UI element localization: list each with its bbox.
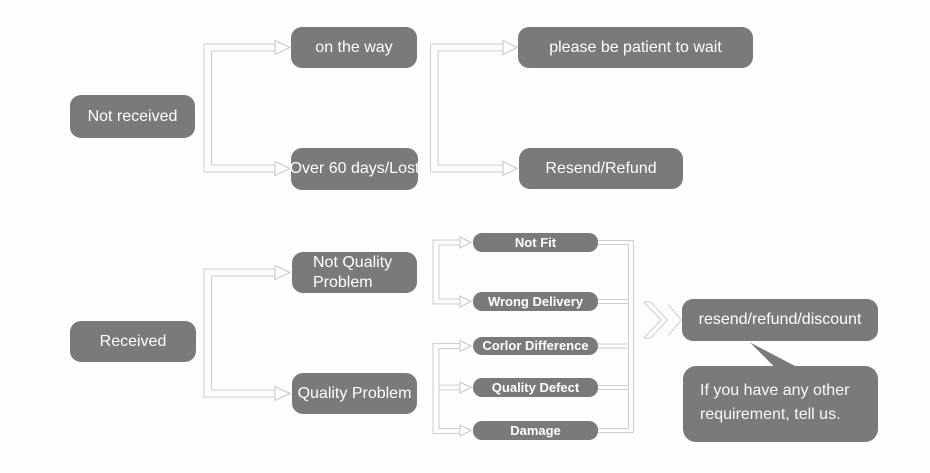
collector-lines — [597, 240, 634, 433]
double-chevron-icon — [642, 301, 682, 339]
arrow-right-icon — [459, 381, 473, 394]
node-label-line: Problem — [313, 273, 373, 291]
node-resend-refund: Resend/Refund — [519, 148, 683, 189]
node-not-received: Not received — [70, 95, 195, 138]
arrow-right-icon — [459, 295, 473, 308]
note-line: If you have any other — [700, 382, 850, 399]
node-resend-refund-discount: resend/refund/discount — [682, 299, 878, 341]
bracket-not-received — [203, 39, 292, 177]
arrow-right-icon — [274, 160, 292, 177]
node-received: Received — [70, 321, 196, 362]
speech-bubble-note: If you have any other requirement, tell … — [683, 366, 878, 442]
arrow-right-icon — [502, 39, 519, 56]
bracket-quality-problem — [432, 339, 473, 437]
node-over-60-days-lost: Over 60 days/Lost — [290, 148, 419, 190]
node-quality-problem: Quality Problem — [292, 373, 417, 414]
arrow-right-icon — [274, 39, 292, 56]
node-not-fit: Not Fit — [473, 233, 598, 252]
node-quality-defect: Quality Defect — [473, 378, 598, 397]
arrow-right-icon — [274, 385, 292, 402]
speech-bubble-tail — [750, 342, 796, 367]
node-on-the-way: on the way — [291, 27, 417, 68]
bracket-received — [203, 264, 292, 402]
node-corlor-difference: Corlor Difference — [473, 337, 598, 355]
node-label-line: Not Quality — [313, 253, 393, 271]
node-wrong-delivery: Wrong Delivery — [473, 292, 598, 311]
note-line: requirement, tell us. — [700, 406, 841, 423]
node-please-be-patient: please be patient to wait — [518, 27, 753, 68]
bracket-not-quality-problem — [432, 236, 473, 308]
bracket-shipping-outcomes — [430, 39, 519, 177]
arrow-right-icon — [502, 160, 519, 177]
node-not-quality-problem: Not Quality Problem — [292, 252, 417, 293]
arrow-right-icon — [459, 236, 473, 249]
arrow-right-icon — [459, 424, 473, 437]
arrow-right-icon — [459, 339, 473, 353]
arrow-right-icon — [274, 264, 292, 281]
node-damage: Damage — [473, 421, 598, 440]
